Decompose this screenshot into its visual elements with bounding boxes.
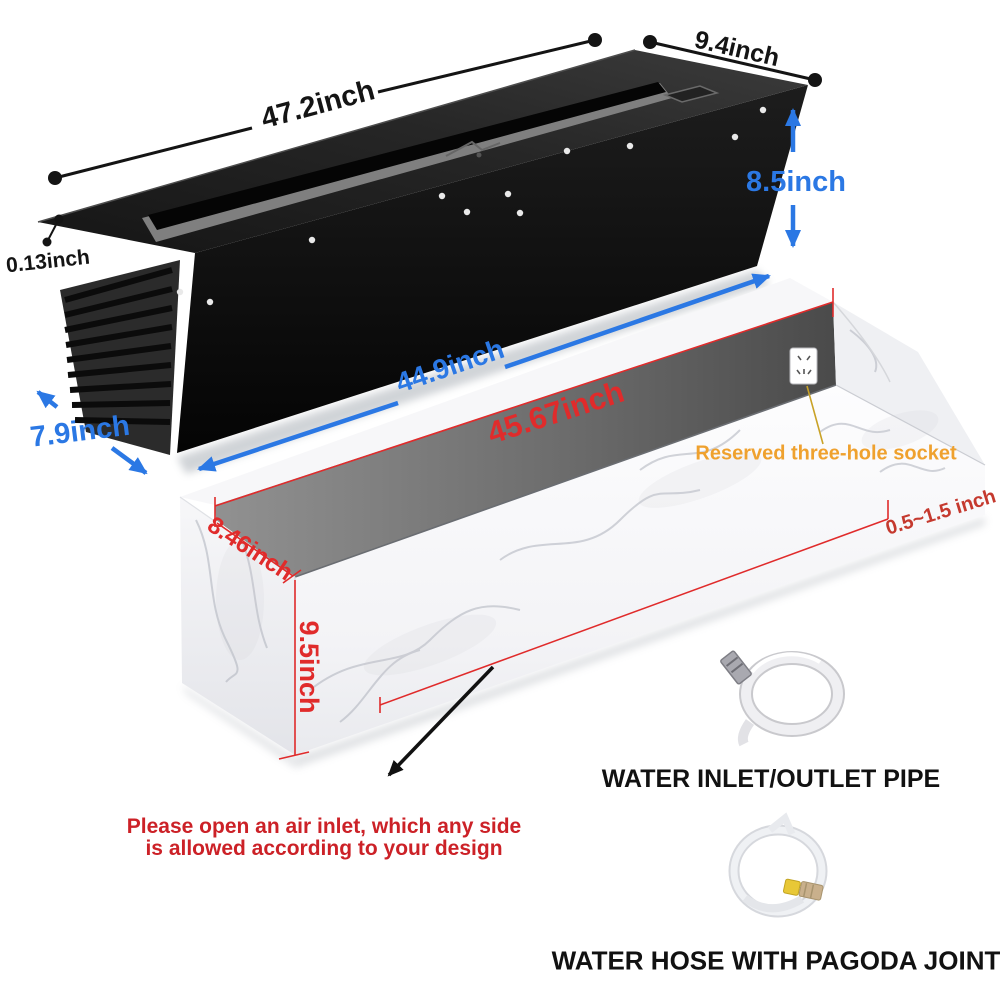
socket-leader-line	[806, 385, 824, 445]
red-dimension-lines	[214, 288, 889, 760]
flange-detail-marks	[445, 85, 720, 157]
water-hose-caption: WATER HOSE WITH PAGODA JOINT	[551, 945, 1000, 976]
insert-front-face	[177, 85, 808, 453]
surround-shadow-left	[182, 685, 295, 768]
marble-veins	[195, 329, 946, 723]
insert-shadow	[177, 270, 770, 474]
water-pipe-caption: WATER INLET/OUTLET PIPE	[601, 764, 941, 793]
blue-dimension-arrows	[36, 108, 801, 475]
air-inlet-arrow	[387, 665, 495, 777]
burner-slot	[148, 82, 666, 230]
marble-surround-illustration	[179, 278, 986, 768]
socket-note-label: Reserved three-hole socket	[695, 442, 957, 465]
water-pipe-image	[720, 650, 845, 747]
power-socket	[789, 347, 818, 385]
surround-top-cavity	[215, 302, 836, 577]
flange-back-edge	[37, 49, 636, 223]
black-dimension-lines	[42, 33, 822, 247]
screw-dots	[176, 106, 767, 306]
surround-back-rim	[180, 278, 833, 505]
air-inlet-note-line2: is allowed according to your design	[145, 837, 503, 860]
fireplace-insert-illustration	[37, 49, 808, 474]
vent-grille	[60, 260, 180, 455]
air-inlet-note: Please open an air inlet, which any side…	[126, 814, 522, 860]
water-hose-image	[728, 812, 828, 918]
marble-smudges	[216, 410, 939, 676]
surround-front-face	[295, 385, 985, 755]
dim-label-insert-height: 8.5inch	[746, 165, 846, 198]
dim-label-cabinet-height: 9.5inch	[294, 620, 325, 714]
air-inlet-note-line1: Please open an air inlet, which any side	[126, 814, 522, 838]
flange-port-dot	[476, 152, 482, 158]
surround-shadow	[295, 517, 985, 768]
surround-right-end	[833, 302, 985, 465]
